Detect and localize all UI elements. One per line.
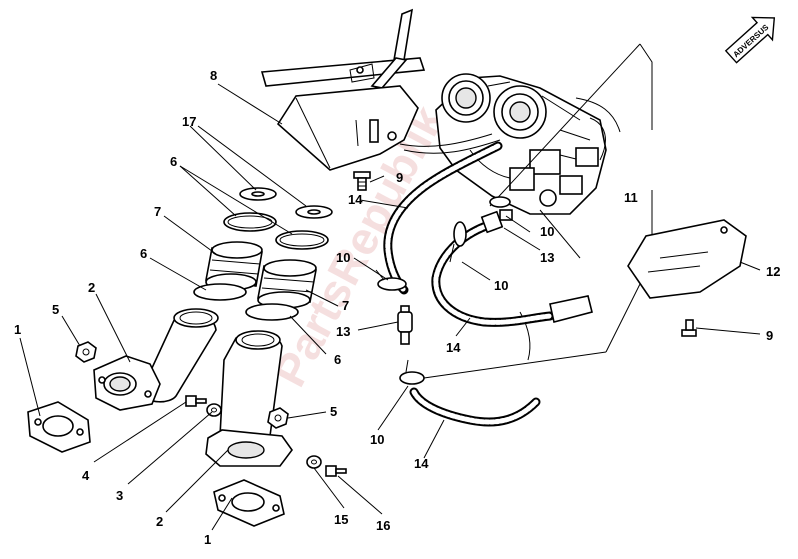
callout-13: 13 <box>336 324 350 339</box>
callout-1: 1 <box>14 322 21 337</box>
callout-10: 10 <box>494 278 508 293</box>
callout-labels: 1 1 2 2 3 4 5 5 6 6 6 7 7 8 9 9 10 10 10… <box>14 68 780 547</box>
hose-14-upper <box>383 141 503 295</box>
callout-4: 4 <box>82 468 90 483</box>
washer-15 <box>306 455 322 469</box>
carburettor-assembly <box>399 73 621 361</box>
callout-14: 14 <box>414 456 429 471</box>
callout-14: 14 <box>446 340 461 355</box>
clamp-6-upper <box>223 212 329 250</box>
callout-13: 13 <box>540 250 554 265</box>
nut-5-right <box>267 407 289 429</box>
fitting-13-b <box>397 305 413 345</box>
clip-10-b <box>449 221 467 263</box>
callout-12: 12 <box>766 264 780 279</box>
hose-14-lower <box>409 387 541 427</box>
manifold-2-right <box>205 330 293 467</box>
clip-10-d <box>399 359 425 385</box>
washers-17 <box>239 187 333 219</box>
callout-10: 10 <box>370 432 384 447</box>
callout-10: 10 <box>336 250 350 265</box>
callout-16: 16 <box>376 518 390 533</box>
bolt-4 <box>185 395 207 407</box>
callout-5: 5 <box>330 404 337 419</box>
leader-lines <box>19 83 761 531</box>
frame-tube <box>260 8 426 89</box>
callout-11: 11 <box>624 190 638 205</box>
callout-2: 2 <box>88 280 95 295</box>
callout-9: 9 <box>396 170 403 185</box>
callout-9: 9 <box>766 328 773 343</box>
callout-1: 1 <box>204 532 211 547</box>
callout-7: 7 <box>154 204 161 219</box>
nut-5-left <box>75 341 97 363</box>
callout-7: 7 <box>342 298 349 313</box>
screw-9-right <box>681 319 697 337</box>
gasket-1-left <box>27 401 91 453</box>
clip-10-c <box>489 196 511 208</box>
manifold-2-left <box>93 308 219 411</box>
direction-arrow-icon: ADVERSUS <box>724 16 776 64</box>
callout-8: 8 <box>210 68 217 83</box>
screw-9-top <box>353 171 371 191</box>
callout-6: 6 <box>140 246 147 261</box>
heat-shield-8 <box>276 85 419 171</box>
screw-16 <box>325 465 347 477</box>
callout-15: 15 <box>334 512 348 527</box>
callout-3: 3 <box>116 488 123 503</box>
heat-shield-12 <box>627 219 747 299</box>
callout-14: 14 <box>348 192 363 207</box>
gasket-1-right <box>213 479 285 527</box>
clamp-6-lower <box>193 283 299 321</box>
callout-5: 5 <box>52 302 59 317</box>
callout-6: 6 <box>170 154 177 169</box>
callout-6: 6 <box>334 352 341 367</box>
callout-10: 10 <box>540 224 554 239</box>
callout-17: 17 <box>182 114 196 129</box>
fitting-13-a <box>480 209 513 234</box>
callout-2: 2 <box>156 514 163 529</box>
